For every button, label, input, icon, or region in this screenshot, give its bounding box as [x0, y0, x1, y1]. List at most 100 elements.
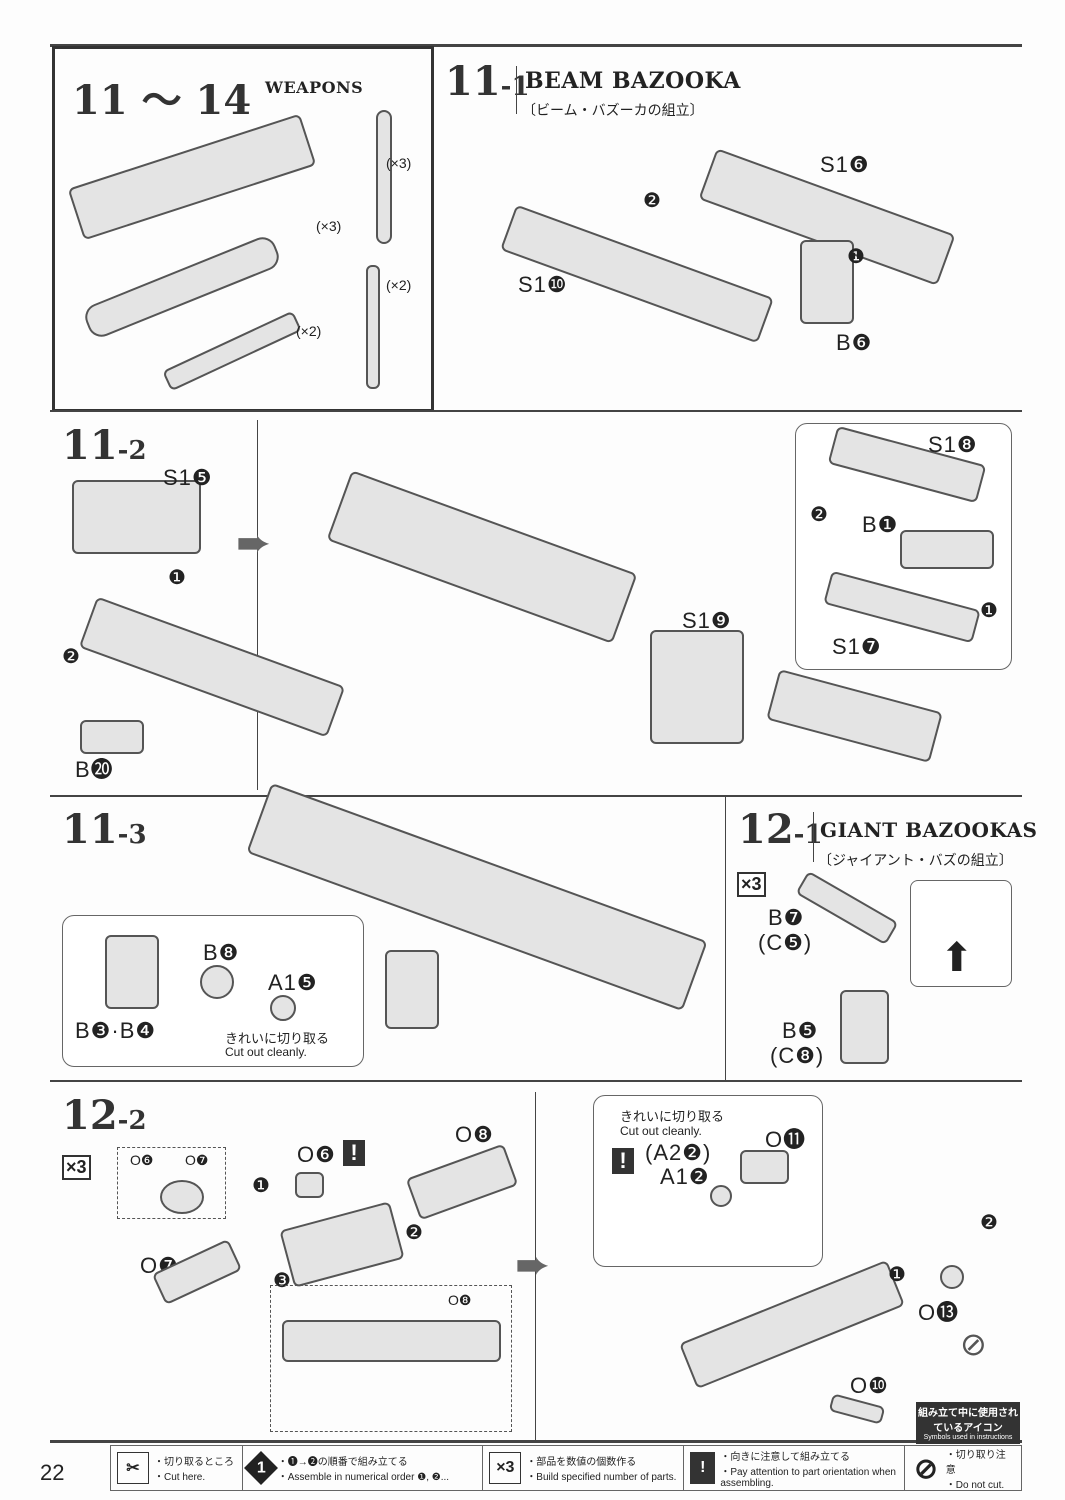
legend-item-no-cut: ⊘・切り取り注意・Do not cut.	[905, 1446, 1021, 1491]
step-to: 14	[195, 77, 252, 124]
no-cut-icon: ⊘	[960, 1326, 987, 1362]
exclamation-icon: !	[690, 1452, 716, 1484]
divider	[535, 1092, 536, 1442]
part-label: O❽	[448, 1292, 472, 1308]
order-marker: ❶	[888, 1264, 907, 1286]
part-label: O⓫	[765, 1127, 807, 1152]
order-marker: ❷	[405, 1222, 424, 1244]
divider	[50, 795, 1022, 797]
legend-item-orientation: !・向きに注意して組み立てる・Pay attention to part ori…	[684, 1446, 906, 1490]
beam-bazooka-assembled	[326, 470, 638, 644]
step-range: 11 ～ 14	[72, 68, 251, 126]
part-label: O❿	[850, 1373, 889, 1398]
part-label: S1❺	[163, 465, 213, 490]
step-number: 11-1	[445, 58, 530, 105]
part-b8	[200, 965, 234, 999]
step-number: 11-3	[62, 806, 147, 853]
part-label: S1❻	[820, 152, 870, 177]
order-marker: ❷	[643, 190, 662, 212]
part-b6	[800, 240, 854, 324]
detail-callout	[910, 880, 1012, 987]
divider	[516, 66, 517, 114]
beam-bazooka-body	[78, 596, 346, 738]
step-from: 11	[72, 77, 128, 124]
part-a1-5	[270, 995, 296, 1021]
divider	[50, 410, 1022, 412]
assembled-bazooka-detail	[282, 1320, 501, 1362]
part-b1	[900, 530, 994, 569]
order-marker: ❷	[62, 646, 81, 668]
legend-header-jp: 組み立て中に使用されているアイコン	[918, 1408, 1018, 1434]
part-o6-o7-detail	[160, 1180, 204, 1214]
part-label: B❼	[768, 905, 805, 930]
multiplier-icon: ×3	[489, 1452, 522, 1484]
part-label: S1❼	[832, 634, 882, 659]
count-label: (×3)	[386, 155, 412, 171]
part-label: B❸·B❹	[75, 1018, 157, 1043]
part-o13	[940, 1265, 964, 1289]
note-jp: きれいに切り取る	[620, 1109, 725, 1124]
step-number: 12-1	[738, 806, 823, 853]
order-marker: ❶	[168, 567, 187, 589]
part-label: S1❽	[928, 432, 978, 457]
part-o7	[151, 1238, 243, 1306]
part-o11	[740, 1150, 789, 1184]
part-label: O❻	[297, 1142, 336, 1167]
count-label: (×2)	[296, 323, 322, 339]
order-marker: ❶	[847, 246, 866, 268]
part-a1-2	[710, 1185, 732, 1207]
symbol-legend: ✂・切り取るところ・Cut here. 1・❶→❷の順番で組み立てる・Assem…	[110, 1445, 1022, 1491]
multiplier-badge: ×3	[62, 1155, 91, 1180]
step-title: GIANT BAZOOKAS	[820, 818, 1038, 842]
divider	[50, 1080, 1022, 1082]
note-en: Cut out cleanly.	[225, 1045, 307, 1059]
part-o6	[295, 1172, 324, 1198]
part-label: B❻	[836, 330, 873, 355]
part-label: A1❺	[268, 970, 318, 995]
divider	[725, 797, 726, 1080]
no-cut-icon: ⊘	[914, 1452, 938, 1484]
part-label: O❻	[130, 1152, 154, 1168]
part-label: (A2❷)	[645, 1140, 712, 1165]
divider	[813, 812, 814, 862]
count-label: (×2)	[386, 277, 412, 293]
grenade-illustration	[376, 110, 392, 244]
exclamation-icon: !	[343, 1140, 365, 1166]
order-marker: ❷	[810, 504, 829, 526]
step-title: BEAM BAZOOKA	[525, 68, 741, 94]
legend-item-order: 1・❶→❷の順番で組み立てる・Assemble in numerical ord…	[243, 1446, 484, 1490]
divider	[50, 44, 1022, 47]
divider	[50, 1440, 1022, 1443]
divider	[257, 420, 258, 790]
order-marker: ❶	[980, 600, 999, 622]
next-arrow-icon: ➨	[515, 1241, 551, 1288]
order-marker: ❶	[252, 1175, 271, 1197]
step-subtitle-jp: 〔ジャイアント・バズの組立〕	[818, 852, 1013, 868]
part-label: B❶	[862, 512, 899, 537]
part-label: B❺	[782, 1018, 819, 1043]
detail-box	[117, 1147, 226, 1219]
page-number: 22	[40, 1460, 65, 1485]
part-s1-5	[72, 480, 201, 554]
part-b5	[840, 990, 889, 1064]
giant-bazooka-assembly	[678, 1259, 906, 1390]
up-arrow-icon: ⬆	[940, 936, 974, 980]
exclamation-icon: !	[612, 1148, 634, 1174]
part-label: A1❷	[660, 1164, 710, 1189]
part-label: (C❺)	[758, 930, 813, 955]
step-subtitle-jp: 〔ビーム・バズーカの組立〕	[522, 102, 704, 118]
weapons-title: WEAPONS	[265, 78, 364, 97]
grip-part	[279, 1201, 405, 1288]
heat-hawk-illustration	[366, 265, 380, 389]
part-label: O❽	[455, 1122, 494, 1147]
nipper-icon: ✂	[117, 1452, 149, 1484]
legend-item-cut: ✂・切り取るところ・Cut here.	[111, 1446, 243, 1490]
part-s1-9	[650, 630, 744, 744]
part-label: O❼	[185, 1152, 209, 1168]
part-b3-b4	[105, 935, 159, 1009]
step-number: 12-2	[62, 1092, 147, 1139]
part-label: S1❿	[518, 272, 568, 297]
part-label: O⓭	[918, 1300, 960, 1325]
